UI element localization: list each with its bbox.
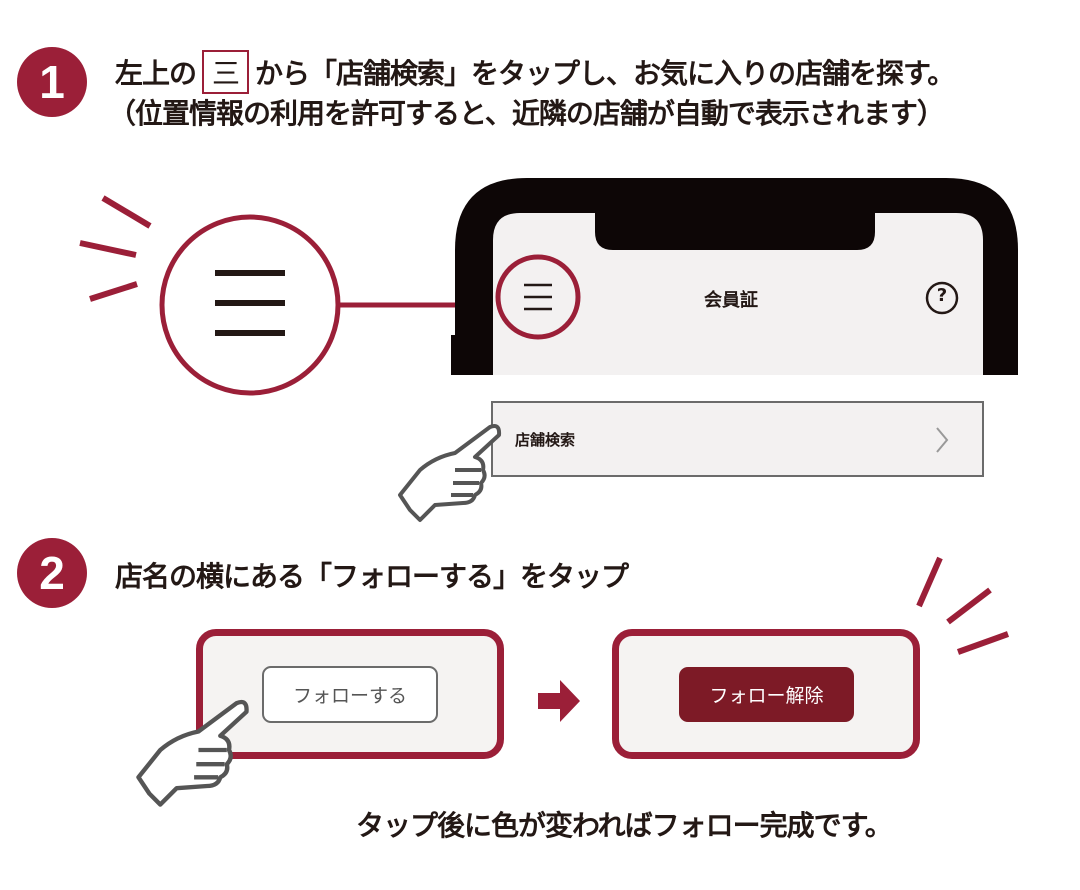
step-1-badge: 1 [17, 47, 87, 117]
completion-note: タップ後に色が変わればフォロー完成です。 [356, 809, 893, 842]
store-search-menu-item[interactable]: 店舗検索 [515, 431, 576, 449]
step-1-line-2: （位置情報の利用を許可すると、近隣の店舗が自動で表示されます） [108, 97, 945, 130]
screen-title: 会員証 [704, 290, 758, 311]
store-search-row-bg [491, 401, 984, 477]
unfollow-button[interactable]: フォロー解除 [679, 667, 854, 722]
menu-icon-inline: 三 [202, 50, 250, 94]
emphasis-rays-left-icon [79, 195, 152, 302]
step-2-text: 店名の横にある「フォローする」をタップ [115, 560, 629, 593]
chevron-right-icon [936, 427, 949, 453]
follow-button[interactable]: フォローする [262, 666, 438, 723]
step-1-text-a: 左上の [115, 57, 197, 90]
emphasis-rays-right-icon [916, 556, 1010, 655]
hamburger-menu-icon-large [215, 270, 285, 336]
step-1-text-b: から「店舗検索」をタップし、お気に入りの店舗を探す。 [255, 57, 955, 90]
step-1-line-1: 左上の三から「店舗検索」をタップし、お気に入りの店舗を探す。 [115, 50, 955, 94]
pointing-hand-icon [398, 424, 502, 522]
hamburger-menu-icon [524, 283, 552, 311]
help-icon-glyph[interactable]: ? [936, 285, 948, 306]
step-2-badge: 2 [17, 538, 87, 608]
menu-highlight-circle [495, 254, 581, 340]
help-icon [925, 281, 959, 315]
phone-screen [493, 213, 983, 375]
phone-notch [595, 213, 875, 250]
arrow-right-icon [538, 680, 580, 722]
pointing-hand-icon-2 [136, 699, 249, 807]
